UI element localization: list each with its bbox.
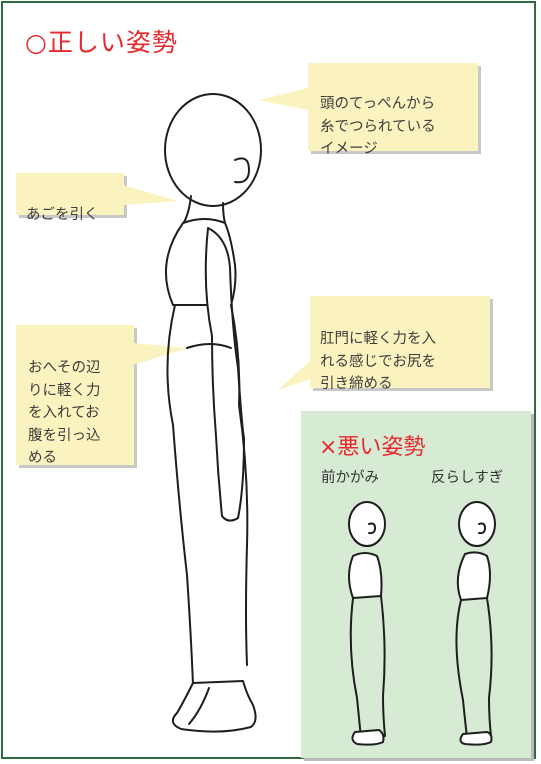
label-slouch: 前かがみ bbox=[321, 470, 379, 486]
correct-posture-figure bbox=[164, 93, 262, 733]
page-title: ○正しい姿勢 bbox=[25, 28, 178, 57]
note-head-string: 頭のてっぺんから 糸でつられている イメージ bbox=[308, 63, 478, 157]
note-anus-text: 肛門に軽く力を入 れる感じでお尻を 引き締める bbox=[320, 331, 436, 393]
label-overarch: 反らしすぎ bbox=[431, 470, 504, 486]
note-head-string-tail bbox=[258, 88, 308, 110]
note-chin-tail bbox=[123, 185, 178, 205]
note-anus-tail bbox=[278, 358, 313, 390]
bad-posture-panel: ×悪い姿勢 前かがみ 反らしすぎ bbox=[301, 411, 531, 758]
note-chin-text: あごを引く bbox=[26, 207, 99, 224]
slouch-figure bbox=[348, 501, 386, 746]
bad-posture-title: ×悪い姿勢 bbox=[319, 435, 426, 460]
overarch-figure bbox=[455, 501, 496, 746]
note-navel-text: おへその辺 りに軽く力 を入れてお 腹を引っ込 める bbox=[28, 360, 101, 467]
note-anus: 肛門に軽く力を入 れる感じでお尻を 引き締める bbox=[310, 296, 490, 392]
note-chin: あごを引く bbox=[16, 173, 124, 223]
note-navel: おへその辺 りに軽く力 を入れてお 腹を引っ込 める bbox=[16, 325, 134, 467]
note-head-string-text: 頭のてっぺんから 糸でつられている イメージ bbox=[320, 96, 436, 158]
note-navel-tail bbox=[133, 343, 188, 365]
